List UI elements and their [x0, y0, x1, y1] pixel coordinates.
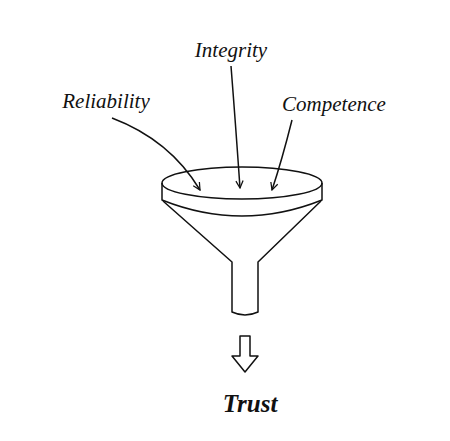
input-arrow [231, 66, 240, 188]
input-label: Integrity [195, 40, 267, 61]
funnel-rim [162, 167, 322, 199]
output-arrow [232, 336, 258, 372]
input-arrow [112, 118, 200, 190]
result-label: Trust [223, 391, 278, 416]
funnel-band [162, 183, 322, 216]
input-arrow [272, 120, 292, 190]
funnel-cone [163, 201, 321, 315]
input-label: Reliability [62, 91, 149, 112]
input-label: Competence [282, 94, 386, 115]
